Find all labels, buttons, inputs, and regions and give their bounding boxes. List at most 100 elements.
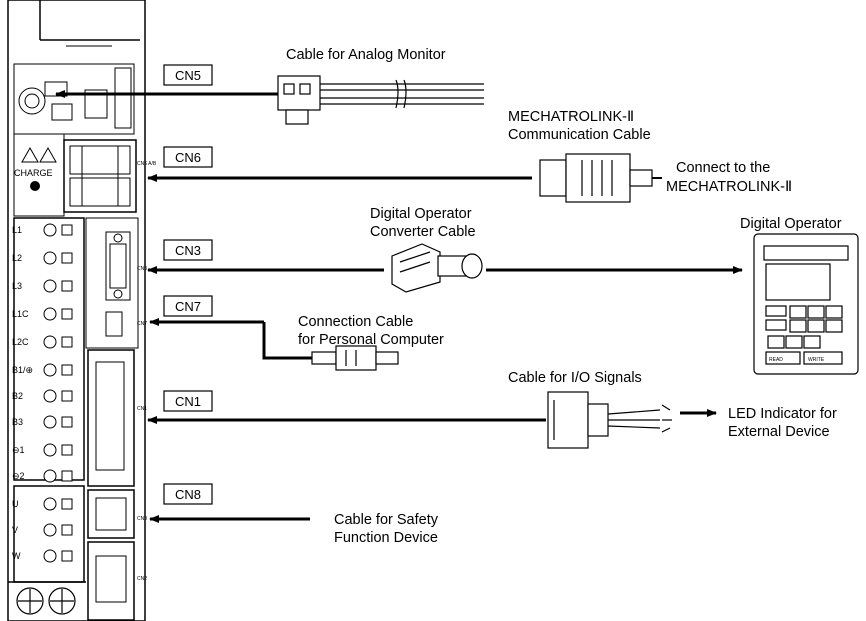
digital-operator-label: Digital Operator bbox=[740, 216, 842, 232]
terminal-label: U bbox=[12, 499, 19, 509]
terminal-screw-icon bbox=[43, 223, 57, 237]
charge-label: CHARGE bbox=[14, 168, 53, 178]
terminal-label: B3 bbox=[12, 417, 23, 427]
mechatrolink-label-line1: MECHATROLINK-Ⅱ bbox=[508, 109, 634, 125]
terminal-label: ⊖1 bbox=[12, 445, 25, 455]
terminal-slot bbox=[61, 524, 73, 536]
seven-segment-display bbox=[84, 89, 108, 119]
cn5-box bbox=[163, 64, 213, 86]
side-mark-cn2: CN2 bbox=[137, 576, 147, 582]
side-mark-cn7: CN7 bbox=[137, 321, 147, 327]
terminal-slot bbox=[61, 224, 73, 236]
ground-screw-icon bbox=[48, 587, 76, 615]
cn5-label: CN5 bbox=[175, 68, 201, 83]
side-mark-cn6: CN6 A/B bbox=[137, 161, 157, 167]
terminal-label: L3 bbox=[12, 281, 22, 291]
terminal-screw-icon bbox=[43, 389, 57, 403]
digital-operator-keylabels: READ WRITE bbox=[769, 357, 825, 363]
rotary-switch-icon bbox=[18, 87, 46, 115]
terminal-screw-icon bbox=[43, 523, 57, 537]
cn7-cable-line bbox=[262, 322, 312, 360]
operator-display bbox=[765, 263, 831, 301]
converter-cable-icon bbox=[391, 243, 483, 293]
io-label: Cable for I/O Signals bbox=[508, 370, 642, 386]
connector-labels: CN5 CN6 CN3 CN7 CN1 CN8 bbox=[163, 64, 213, 505]
terminal-slot bbox=[61, 444, 73, 456]
terminal-label: L1 bbox=[12, 225, 22, 235]
operator-key-down-icon bbox=[785, 335, 803, 349]
terminal-slot bbox=[61, 416, 73, 428]
cn7-label: CN7 bbox=[175, 299, 201, 314]
terminal-screw-icon bbox=[43, 549, 57, 563]
servopack bbox=[7, 0, 146, 621]
terminal-label: B1/⊕ bbox=[12, 365, 33, 375]
mechatrolink-label-line2: Communication Cable bbox=[508, 127, 651, 143]
safety-label-line1: Cable for Safety bbox=[334, 512, 439, 528]
terminal-slot bbox=[61, 470, 73, 482]
terminal-slot bbox=[61, 550, 73, 562]
cn3-box bbox=[163, 239, 213, 261]
terminal-screw-icon bbox=[43, 363, 57, 377]
cn7-box bbox=[163, 295, 213, 317]
terminal-screw-icon bbox=[43, 497, 57, 511]
terminal-label: L2 bbox=[12, 253, 22, 263]
analog-monitor-cable-icon bbox=[277, 75, 484, 125]
operator-read-label: READ bbox=[769, 357, 783, 363]
pc-label-line2: for Personal Computer bbox=[298, 332, 444, 348]
terminal-slot bbox=[61, 280, 73, 292]
cn1-box bbox=[163, 390, 213, 412]
terminal-slot bbox=[61, 308, 73, 320]
cn6-label: CN6 bbox=[175, 150, 201, 165]
terminal-screw-icon bbox=[43, 279, 57, 293]
side-mark-cn1: CN1 bbox=[137, 406, 147, 412]
terminal-screw-icon bbox=[43, 251, 57, 265]
operator-write-label: WRITE bbox=[808, 357, 825, 363]
terminal-screw-icon bbox=[43, 415, 57, 429]
pc-cable-icon bbox=[311, 345, 399, 371]
ground-screw-icon bbox=[16, 587, 44, 615]
operator-key-right-icon bbox=[803, 335, 821, 349]
safety-label-line2: Function Device bbox=[334, 530, 438, 546]
mechatrolink-cable-icon bbox=[539, 153, 662, 203]
cn8-box bbox=[163, 483, 213, 505]
terminal-slot bbox=[61, 336, 73, 348]
connect-label-line1: Connect to the bbox=[676, 160, 770, 176]
led-label-line2: External Device bbox=[728, 424, 830, 440]
charge-indicator: CHARGE bbox=[14, 146, 57, 191]
terminal-label: V bbox=[12, 525, 18, 535]
terminal-screw-icon bbox=[43, 335, 57, 349]
terminal-slot bbox=[61, 252, 73, 264]
terminal-slot bbox=[61, 390, 73, 402]
connect-label-line2: MECHATROLINK-Ⅱ bbox=[666, 179, 792, 195]
terminal-label: B2 bbox=[12, 391, 23, 401]
cn8-label: CN8 bbox=[175, 487, 201, 502]
terminal-screw-icon bbox=[43, 469, 57, 483]
cn3-label: CN3 bbox=[175, 243, 201, 258]
led-label-line1: LED Indicator for bbox=[728, 406, 837, 422]
analog-monitor-label: Cable for Analog Monitor bbox=[286, 47, 446, 63]
side-mark-cn3: CN3 bbox=[137, 266, 147, 272]
converter-label-line1: Digital Operator bbox=[370, 206, 472, 222]
charge-lamp-icon bbox=[30, 181, 40, 191]
terminal-slot bbox=[61, 498, 73, 510]
terminal-label: L2C bbox=[12, 337, 29, 347]
servopack-outline bbox=[7, 0, 146, 621]
terminal-slot bbox=[61, 364, 73, 376]
terminal-screw-icon bbox=[43, 307, 57, 321]
terminal-label: ⊖2 bbox=[12, 471, 25, 481]
terminal-label: W bbox=[12, 551, 21, 561]
terminal-screw-icon bbox=[43, 443, 57, 457]
arrows bbox=[55, 90, 743, 523]
operator-key-left-icon bbox=[767, 335, 785, 349]
digital-operator-device bbox=[753, 233, 859, 375]
converter-label-line2: Converter Cable bbox=[370, 224, 476, 240]
io-cable-icon bbox=[547, 391, 672, 449]
cn1-label: CN1 bbox=[175, 394, 201, 409]
text-labels: Cable for Analog Monitor MECHATROLINK-Ⅱ … bbox=[286, 47, 842, 546]
cn6-box bbox=[163, 146, 213, 168]
side-marks: CN6 A/B CN3 CN7 CN1 CN8 CN2 bbox=[137, 161, 157, 582]
terminal-label: L1C bbox=[12, 309, 29, 319]
side-mark-cn8: CN8 bbox=[137, 516, 147, 522]
pc-label-line1: Connection Cable bbox=[298, 314, 413, 330]
